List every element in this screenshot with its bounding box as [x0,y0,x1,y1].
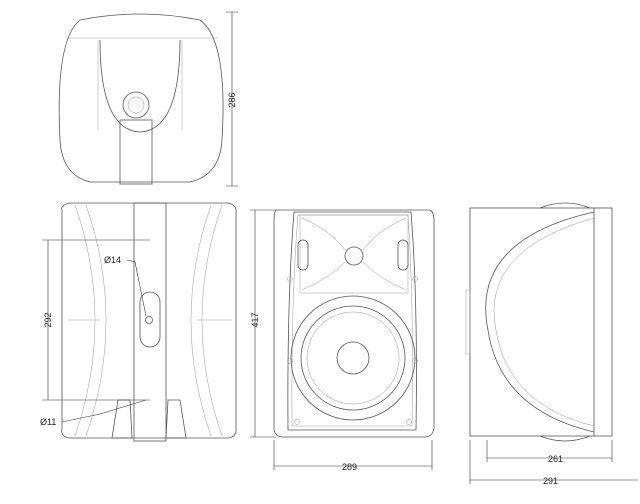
dim-front-width: 289 [342,462,357,472]
label-hole-large: Ø14 [104,255,121,265]
dim-top-height: 286 [227,92,237,107]
side-view: 261 291 [465,202,638,486]
back-view: 292 Ø14 Ø11 [40,202,237,442]
dim-mount-spacing: 292 [43,312,53,327]
dim-front-height: 417 [250,312,260,327]
label-hole-small: Ø11 [40,417,56,427]
front-view: 417 289 [250,209,435,472]
top-view: 286 [58,11,238,187]
dim-side-depth-body: 261 [548,454,563,464]
dim-side-depth-total: 291 [543,476,558,486]
